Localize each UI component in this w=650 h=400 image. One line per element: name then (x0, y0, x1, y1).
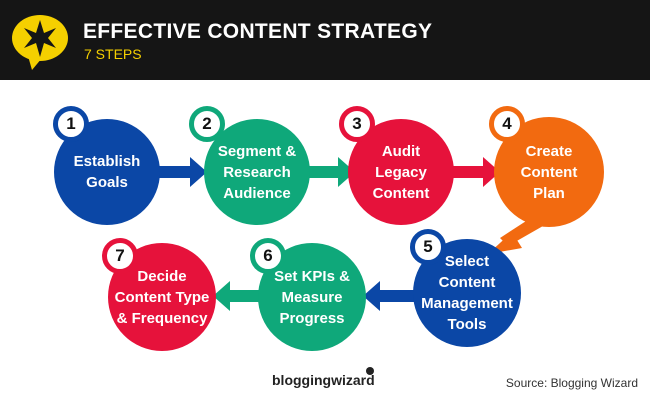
step-number-badge: 7 (102, 238, 138, 274)
star-speech-bubble-icon (12, 15, 68, 70)
step-label: Select Content Management Tools (421, 253, 513, 333)
step-label: Audit Legacy Content (372, 142, 430, 202)
brand-logo-dot (366, 367, 374, 375)
arrow-5-to-6 (363, 281, 418, 311)
header-banner: EFFECTIVE CONTENT STRATEGY 7 STEPS (0, 0, 650, 80)
brand-logo: bloggingwizard (272, 372, 375, 388)
source-credit: Source: Blogging Wizard (505, 376, 638, 390)
page-title: EFFECTIVE CONTENT STRATEGY (83, 20, 433, 43)
arrow-3-to-4 (450, 157, 500, 187)
step-circle-1: Establish Goals (54, 119, 160, 225)
arrow-1-to-2 (155, 157, 207, 187)
step-circle-7: Decide Content Type & Frequency (108, 243, 216, 351)
step-number-badge: 6 (250, 238, 286, 274)
step-number-badge: 3 (339, 106, 375, 142)
step-number-badge: 4 (489, 106, 525, 142)
step-number-badge: 1 (53, 106, 89, 142)
step-label: Segment & Research Audience (217, 142, 297, 202)
step-circle-2: Segment & Research Audience (204, 119, 310, 225)
step-label: Set KPIs & Measure Progress (274, 267, 350, 327)
arrow-2-to-3 (305, 157, 355, 187)
page-subtitle: 7 STEPS (84, 46, 142, 62)
step-label: Create Content Plan (520, 142, 578, 202)
step-number-badge: 5 (410, 229, 446, 265)
step-number-badge: 2 (189, 106, 225, 142)
step-label: Decide Content Type & Frequency (114, 267, 210, 327)
step-circle-6: Set KPIs & Measure Progress (258, 243, 366, 351)
step-label: Establish Goals (73, 153, 141, 191)
